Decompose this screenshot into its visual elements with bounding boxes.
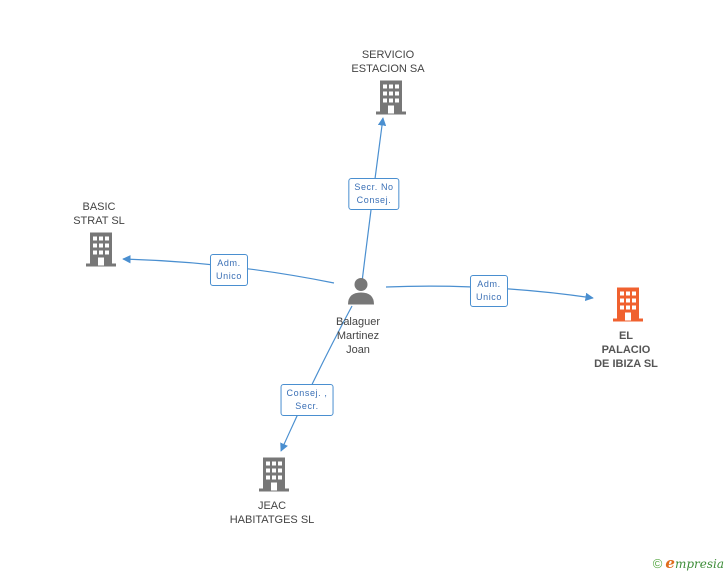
building-icon[interactable] <box>258 457 290 497</box>
relation-label-palacio[interactable]: Adm. Unico <box>469 275 509 307</box>
building-icon[interactable] <box>612 287 644 327</box>
relation-label-jeac[interactable]: Consej. , Secr. <box>280 384 334 416</box>
person-name[interactable]: Balaguer Martinez Joan <box>335 316 381 356</box>
building-icon[interactable] <box>375 80 407 120</box>
edge-jeac <box>280 305 353 452</box>
person-icon[interactable] <box>346 276 376 311</box>
building-icon[interactable] <box>85 232 117 272</box>
copyright-footer: ©empresia <box>653 554 724 572</box>
relation-label-basic[interactable]: Adm. Unico <box>209 254 249 286</box>
copyright-symbol: © <box>652 556 663 571</box>
company-name-basic[interactable]: BASIC STRAT SL <box>73 201 125 227</box>
empresia-logo-initial: e <box>665 554 675 572</box>
empresia-logo[interactable]: empresia <box>665 554 724 572</box>
relation-label-servicio[interactable]: Secr. No Consej. <box>348 178 400 210</box>
company-name-jeac[interactable]: JEAC HABITATGES SL <box>229 500 315 526</box>
company-name-servicio[interactable]: SERVICIO ESTACION SA <box>351 49 425 75</box>
company-name-palacio[interactable]: EL PALACIO DE IBIZA SL <box>594 330 658 370</box>
empresia-logo-text: mpresia <box>674 557 724 571</box>
